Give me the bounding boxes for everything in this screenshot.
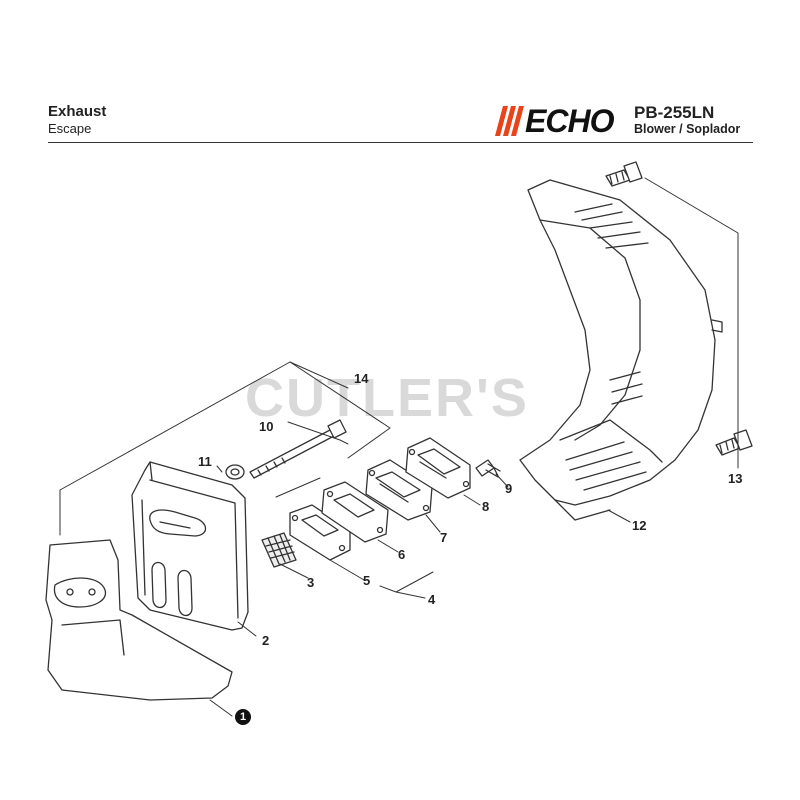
page-subtitle: Escape <box>48 121 92 136</box>
callout-14: 14 <box>354 371 369 386</box>
callout-13: 13 <box>728 471 743 486</box>
callout-5: 5 <box>363 573 371 588</box>
callout-12: 12 <box>632 518 647 533</box>
part-8-flange <box>405 437 471 499</box>
logo-wordmark: ECHO <box>525 103 614 139</box>
header-divider <box>48 142 753 143</box>
leader-lines <box>59 177 739 717</box>
callout-3: 3 <box>307 575 315 590</box>
callout-9: 9 <box>505 481 513 496</box>
callout-10: 10 <box>259 419 274 434</box>
callout-8: 8 <box>482 499 490 514</box>
part-3-screen <box>261 532 297 568</box>
part-12-blower-cover <box>519 179 723 521</box>
callout-4: 4 <box>428 592 436 607</box>
page-title: Exhaust <box>48 103 107 120</box>
echo-logo: ECHO <box>495 104 627 138</box>
part-10-bolt <box>249 419 347 479</box>
watermark: CUTLER'S <box>245 368 529 428</box>
callout-2: 2 <box>262 633 270 648</box>
callout-11: 11 <box>198 454 212 469</box>
part-6-plate <box>321 481 389 543</box>
callout-1: 1 <box>235 709 251 725</box>
product-name: Blower / Soplador <box>634 122 741 136</box>
part-1-heat-shield <box>45 539 233 701</box>
part-13-screws <box>605 161 753 456</box>
part-9-screw <box>475 459 501 478</box>
part-7-gasket <box>365 459 433 521</box>
callout-6: 6 <box>398 547 406 562</box>
part-5-gasket <box>289 504 351 561</box>
model-number: PB-255LN <box>634 103 715 122</box>
callout-7: 7 <box>440 530 448 545</box>
logo-stripes-icon <box>495 106 524 136</box>
part-11-washer <box>225 464 245 480</box>
header-left: Exhaust Escape <box>48 103 106 137</box>
part-2-muffler <box>131 461 249 631</box>
header-right: PB-255LN Blower / Soplador <box>634 103 740 137</box>
